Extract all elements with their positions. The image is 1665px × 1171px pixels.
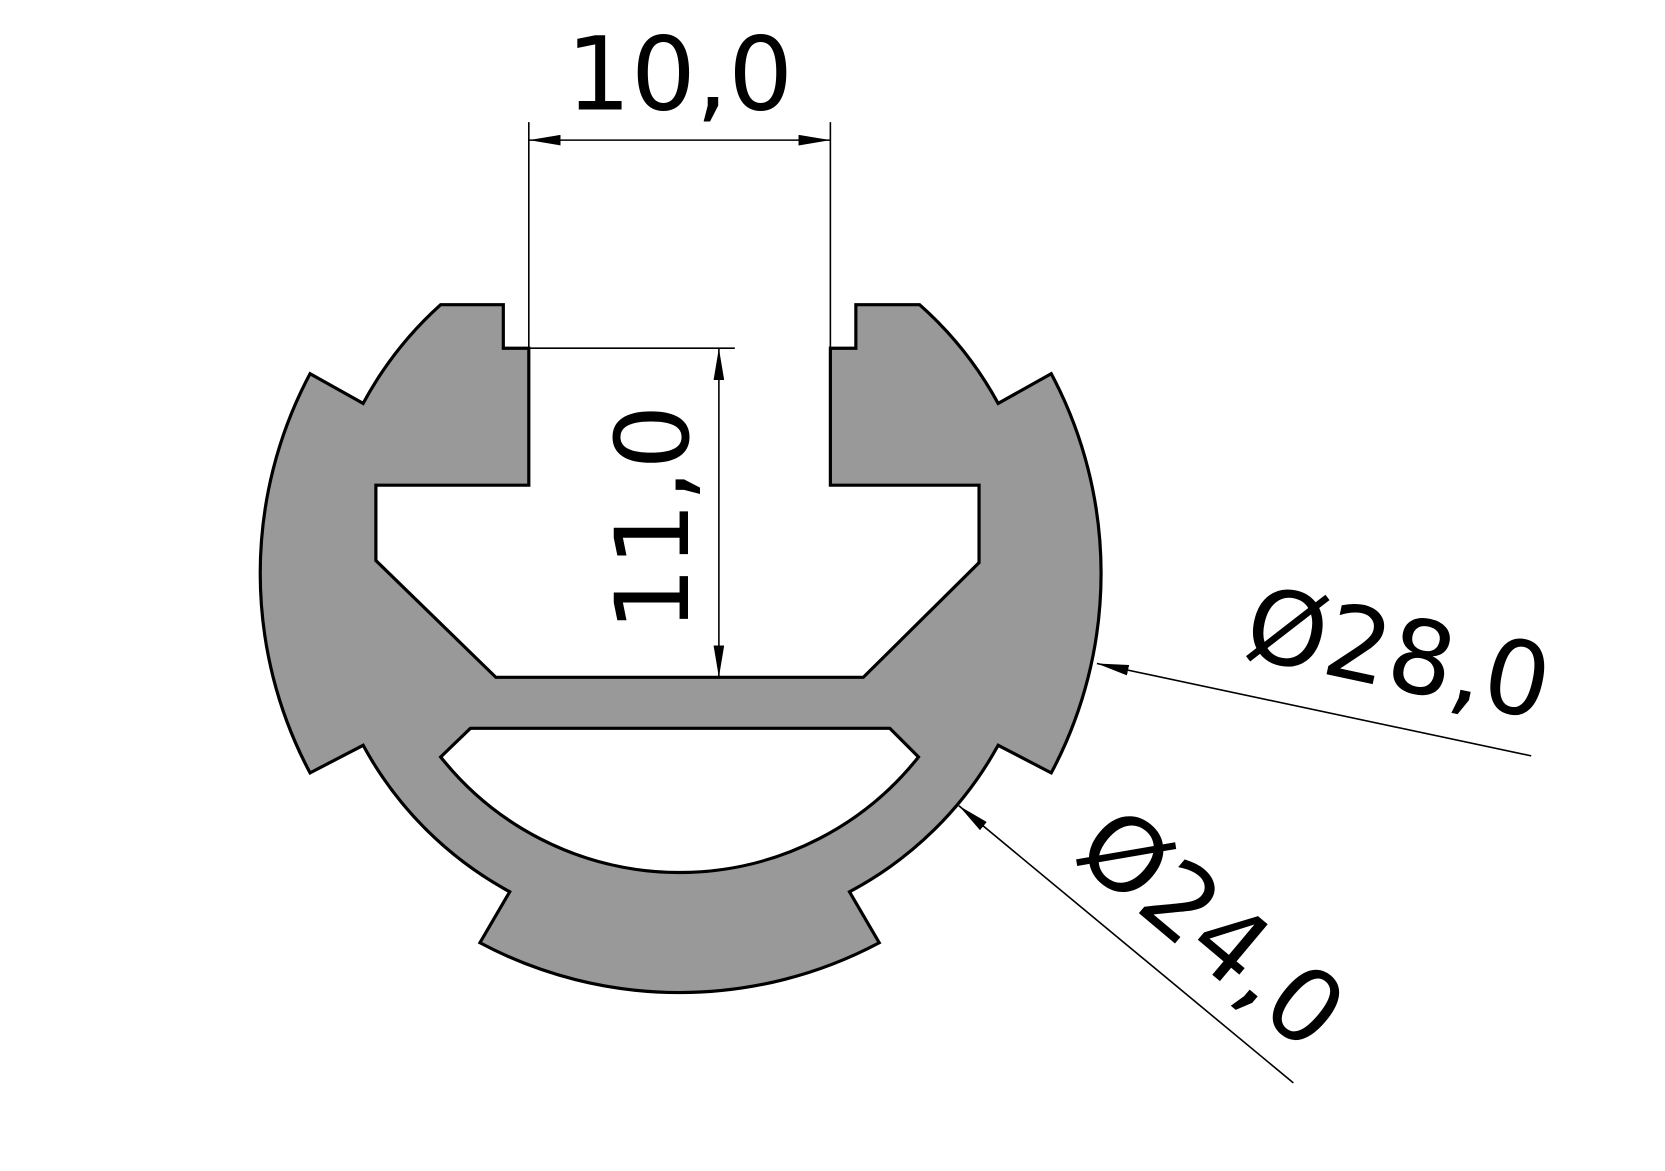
- dimension-outer-diameter: [1096, 662, 1532, 757]
- dimension-inner-diameter: [958, 805, 1294, 1084]
- slot-depth-label: 11,0: [594, 405, 713, 632]
- outer-diameter-label: Ø28,0: [1236, 564, 1561, 744]
- dimension-slot-width: [528, 122, 832, 349]
- dimension-slot-depth: [528, 347, 735, 678]
- inner-diameter-label: Ø24,0: [1056, 785, 1368, 1074]
- slot-width-label: 10,0: [566, 15, 793, 134]
- profile-section: [258, 303, 1103, 995]
